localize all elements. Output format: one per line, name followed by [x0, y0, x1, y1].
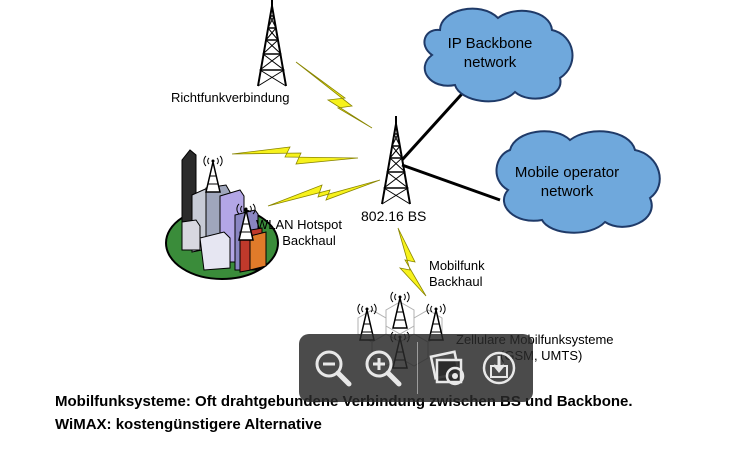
- viewer-toolbar: [299, 334, 533, 402]
- ip-backbone-label-line1: IP Backbone: [447, 35, 533, 52]
- mobilfunk-label-line2: Backhaul: [429, 274, 483, 289]
- slideshow-icon: [429, 350, 465, 386]
- zoom-out-button[interactable]: [309, 344, 357, 392]
- ip-backbone-label: IP Backbone network: [440, 34, 540, 72]
- wlan-label: WLAN Hotspot Backhaul: [256, 217, 342, 249]
- zoom-in-icon: [365, 350, 402, 387]
- mobile-operator-label: Mobile operator network: [502, 163, 632, 201]
- link-bs-ip-backbone: [400, 83, 472, 162]
- mobilfunk-label: Mobilfunk Backhaul: [429, 258, 485, 290]
- slideshow-button[interactable]: [425, 344, 473, 392]
- ip-backbone-cloud: [423, 7, 574, 103]
- cell-antenna-2: [390, 291, 410, 329]
- caption-line-2: WiMAX: kostengünstigere Alternative: [55, 416, 322, 433]
- richtfunk-label: Richtfunkverbindung: [171, 90, 290, 105]
- wlan-antenna-1: [203, 155, 223, 193]
- mobile-operator-label-line1: Mobile operator: [514, 164, 620, 181]
- base-station-tower: [381, 115, 411, 205]
- mobilfunk-label-line1: Mobilfunk: [429, 258, 485, 273]
- ip-backbone-label-line2: network: [463, 54, 517, 71]
- zoom-out-icon: [315, 350, 352, 387]
- lightning-wlan-upper: [231, 146, 359, 165]
- download-button[interactable]: [475, 344, 523, 392]
- mobile-operator-cloud: [495, 130, 661, 234]
- lightning-mobilfunk: [397, 227, 427, 297]
- wlan-label-line2: Backhaul: [282, 233, 336, 248]
- base-station-label: 802.16 BS: [361, 208, 427, 224]
- toolbar-separator: [417, 342, 418, 394]
- lightning-richtfunk: [295, 61, 373, 129]
- download-icon: [482, 351, 516, 385]
- lightning-wlan-lower: [267, 179, 381, 207]
- city-buildings: [165, 149, 279, 280]
- link-bs-mobile-operator: [401, 163, 501, 202]
- mobile-operator-label-line2: network: [540, 183, 594, 200]
- zoom-in-button[interactable]: [359, 344, 407, 392]
- richtfunk-tower: [257, 0, 287, 87]
- wlan-label-line1: WLAN Hotspot: [256, 217, 342, 232]
